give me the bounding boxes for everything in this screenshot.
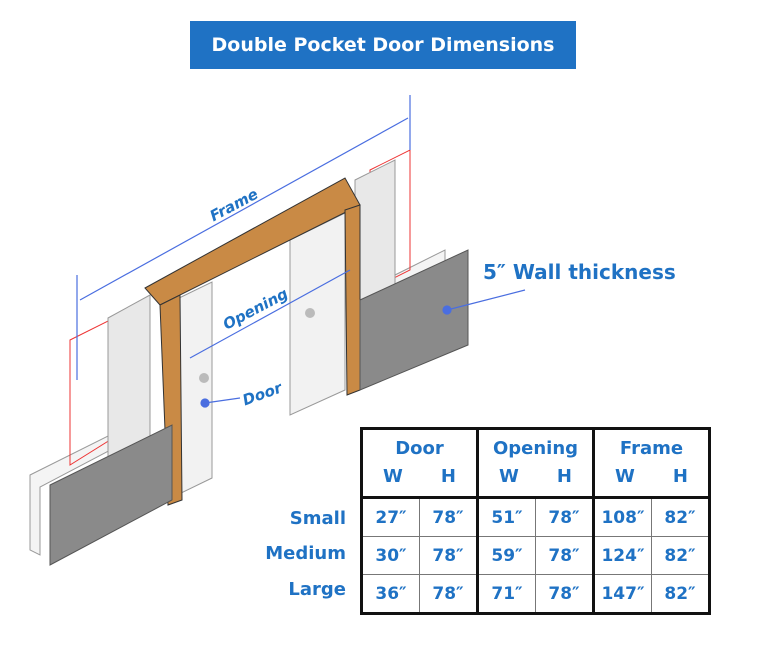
- cell: 59″: [477, 536, 536, 575]
- cell: 108″: [593, 497, 652, 537]
- cell: 30″: [360, 536, 420, 575]
- cell: 78″: [535, 497, 595, 537]
- pocket-door-left: [107, 294, 151, 463]
- cell: 36″: [360, 574, 420, 615]
- table-row: 36″78″ 71″78″ 147″82″: [360, 574, 711, 615]
- cell: 82″: [651, 574, 711, 615]
- table-row: 27″78″ 51″78″ 108″82″: [360, 497, 711, 537]
- title-banner: Double Pocket Door Dimensions: [190, 21, 576, 69]
- dimension-lines: [76, 95, 526, 408]
- cell: 78″: [535, 536, 595, 575]
- cell: 78″: [419, 536, 479, 575]
- cell: 27″: [360, 497, 420, 537]
- wall-thickness-label: 5″ Wall thickness: [483, 260, 676, 284]
- cell: 78″: [419, 497, 479, 537]
- table-row: 30″78″ 59″78″ 124″82″: [360, 536, 711, 575]
- cell: 82″: [651, 536, 711, 575]
- wall-right-front: [359, 249, 469, 391]
- cell: 71″: [477, 574, 536, 615]
- cell: 78″: [419, 574, 479, 615]
- red-outline-left: [69, 319, 111, 466]
- row-label-small: Small: [289, 508, 346, 529]
- row-label-large: Large: [288, 579, 346, 600]
- cell: 147″: [593, 574, 652, 615]
- door-right: [289, 212, 346, 416]
- cell: 82″: [651, 497, 711, 537]
- wall-left-front: [49, 424, 173, 566]
- cell: 124″: [593, 536, 652, 575]
- door-knob-icon: [305, 308, 315, 318]
- row-label-medium: Medium: [265, 543, 346, 564]
- door-frame-jamb-right: [344, 204, 361, 396]
- pocket-door-right: [354, 159, 396, 306]
- cell: 51″: [477, 497, 536, 537]
- cell: 78″: [535, 574, 595, 615]
- door-knob-icon: [199, 373, 209, 383]
